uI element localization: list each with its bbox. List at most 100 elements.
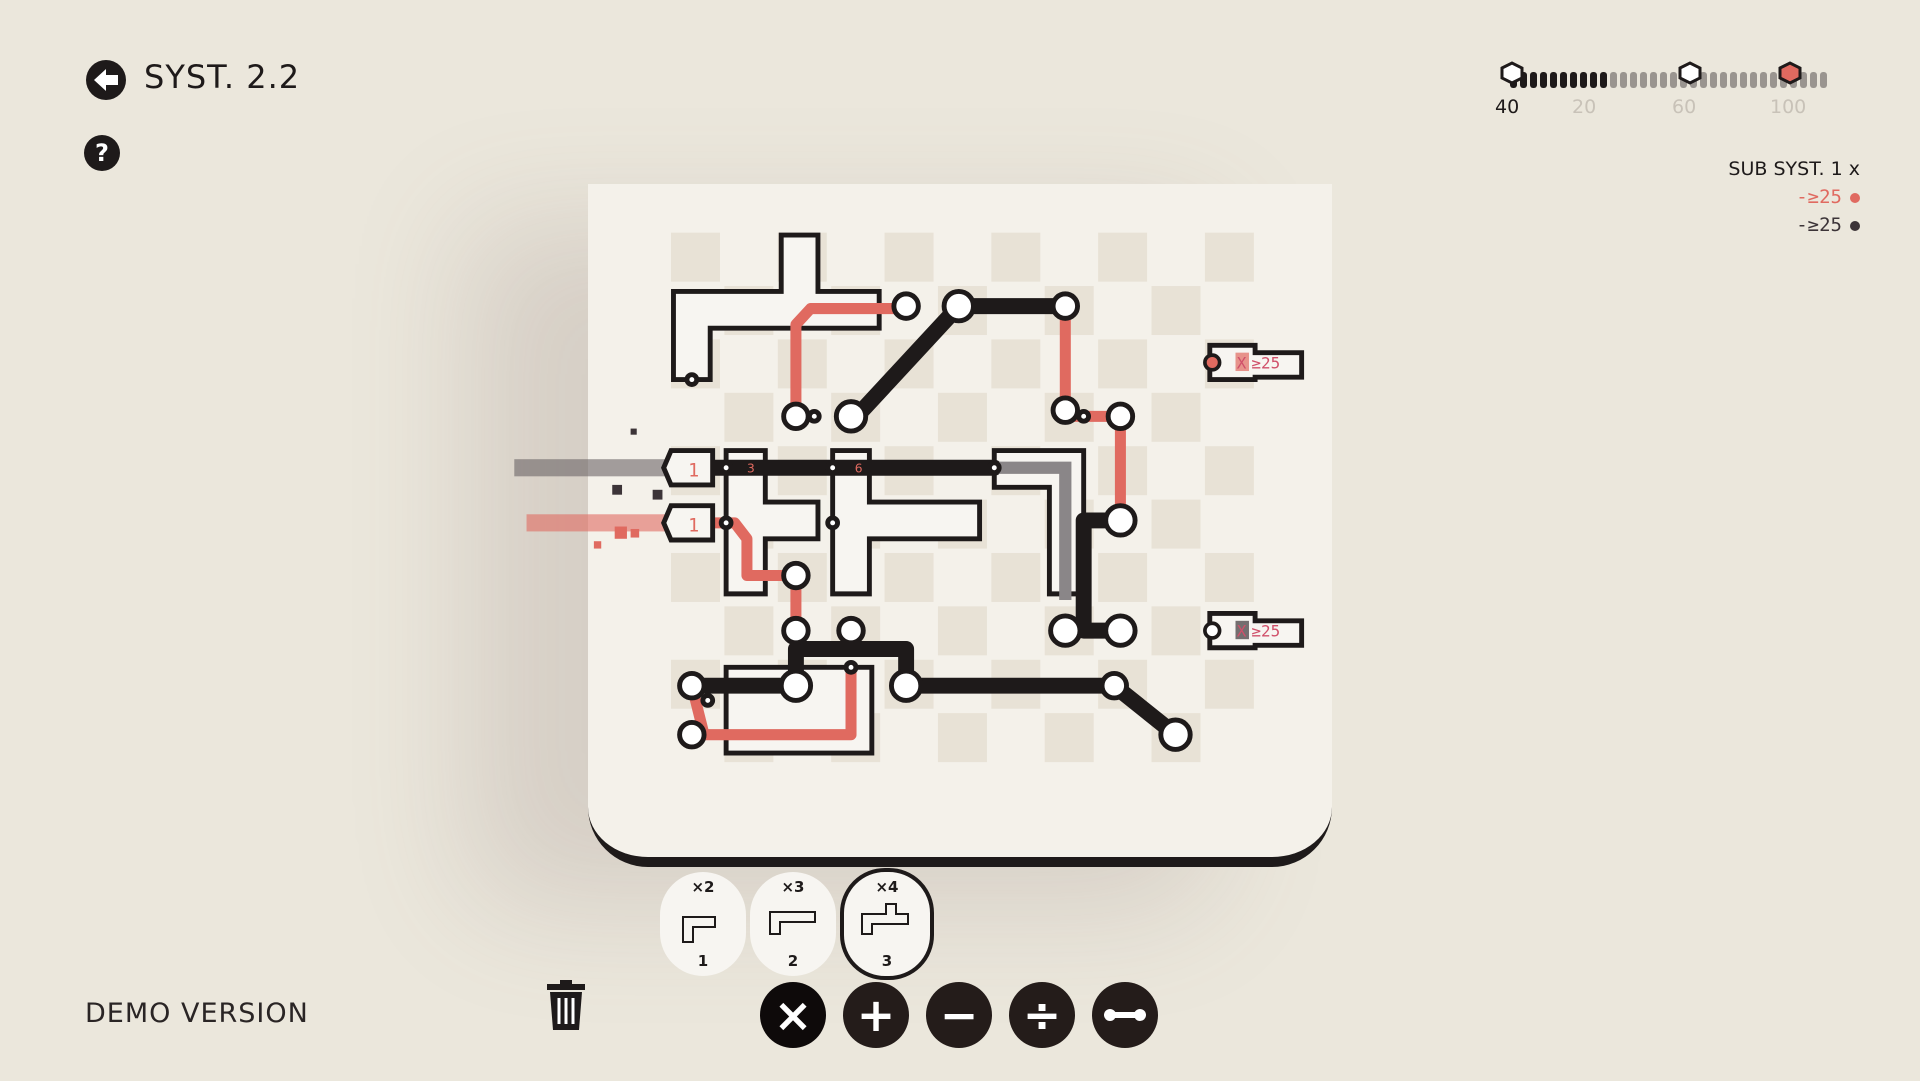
divide-button[interactable]: ÷ bbox=[1009, 982, 1075, 1048]
junction-node bbox=[700, 693, 716, 708]
progress-segment bbox=[1650, 72, 1657, 88]
junction-node bbox=[941, 288, 976, 324]
grid-cell bbox=[724, 606, 774, 656]
progress-segment bbox=[1570, 72, 1577, 88]
grid-cell bbox=[671, 232, 720, 282]
connector-icon bbox=[1104, 1009, 1146, 1021]
progress-segment bbox=[1760, 72, 1767, 88]
junction-node bbox=[778, 668, 814, 703]
grid-cell bbox=[991, 339, 1041, 389]
progress-segment bbox=[1550, 72, 1557, 88]
l-piece-icon bbox=[682, 916, 716, 943]
piece-slot-t-selected[interactable]: ×4 3 bbox=[840, 868, 934, 980]
piece-slot-l-small[interactable]: ×2 1 bbox=[660, 872, 746, 976]
grid-cell bbox=[1151, 392, 1201, 442]
progress-segment bbox=[1630, 72, 1637, 88]
junction-node bbox=[1105, 401, 1136, 432]
junction-node bbox=[684, 372, 700, 387]
progress-track: 40 20 60 100 bbox=[1490, 60, 1840, 130]
input-value: 1 bbox=[688, 460, 699, 481]
junction-node bbox=[1103, 613, 1138, 648]
grid-cell bbox=[671, 552, 720, 602]
progress-segment bbox=[1820, 72, 1827, 88]
junction-node bbox=[1103, 503, 1138, 538]
progress-current: 40 bbox=[1495, 96, 1520, 118]
subsystem-output: -≥25 bbox=[1728, 214, 1860, 236]
progress-segment bbox=[1700, 72, 1707, 88]
grid-cell bbox=[1098, 339, 1148, 389]
progress-segment bbox=[1710, 72, 1717, 88]
progress-segment bbox=[1580, 72, 1587, 88]
multiply-button[interactable]: × bbox=[760, 982, 826, 1048]
progress-segment bbox=[1590, 72, 1597, 88]
output-variable: X bbox=[1237, 354, 1247, 373]
progress-segment bbox=[1740, 72, 1747, 88]
output-condition: ≥25 bbox=[1251, 354, 1280, 373]
junction-node bbox=[781, 560, 811, 591]
progress-segment bbox=[1800, 72, 1807, 88]
output-condition: ≥25 bbox=[1251, 622, 1280, 641]
output-node: X ≥25 bbox=[1203, 342, 1305, 383]
junction-node bbox=[825, 460, 840, 476]
subsystem-output: -≥25 bbox=[1728, 186, 1860, 208]
l-piece-icon bbox=[769, 911, 816, 935]
dark-dot-icon bbox=[1850, 221, 1860, 231]
junction-node bbox=[677, 671, 707, 701]
grid-cell bbox=[1151, 286, 1201, 336]
progress-segment bbox=[1560, 72, 1567, 88]
t-piece-icon bbox=[861, 903, 909, 935]
grid-cell bbox=[937, 392, 987, 442]
subsystem-panel: SUB SYST. 1 x -≥25 -≥25 bbox=[1728, 158, 1860, 236]
grid-cell bbox=[991, 232, 1041, 282]
milestone-cube-icon bbox=[1500, 61, 1524, 85]
output-variable: X bbox=[1237, 622, 1247, 641]
piece-slot-l-long[interactable]: ×3 2 bbox=[750, 872, 836, 976]
grid-cell bbox=[884, 232, 934, 282]
grid-cell bbox=[884, 552, 934, 602]
progress-segment bbox=[1810, 72, 1817, 88]
back-arrow-icon bbox=[94, 69, 118, 91]
stream-particles bbox=[612, 428, 663, 500]
help-button[interactable]: ? bbox=[84, 135, 120, 171]
connect-button[interactable]: ⦿ bbox=[1092, 982, 1158, 1048]
red-dot-icon bbox=[1850, 193, 1860, 203]
junction-node bbox=[1050, 395, 1080, 425]
junction-node bbox=[806, 408, 822, 424]
junction-node bbox=[986, 460, 1002, 476]
junction-node bbox=[891, 291, 921, 321]
junction-node bbox=[1048, 613, 1083, 648]
grid-cell bbox=[1204, 659, 1254, 709]
grid-cell bbox=[1098, 232, 1148, 282]
progress-segment bbox=[1720, 72, 1727, 88]
grid-cell bbox=[991, 552, 1041, 602]
junction-node bbox=[718, 515, 734, 531]
progress-segment bbox=[1660, 72, 1667, 88]
progress-segment bbox=[1750, 72, 1757, 88]
junction-node bbox=[833, 399, 869, 434]
level-title: SYST. 2.2 bbox=[144, 58, 301, 96]
grid-cell bbox=[777, 339, 827, 389]
junction-node bbox=[888, 668, 924, 703]
grid-cell bbox=[1204, 552, 1254, 602]
trash-icon bbox=[547, 980, 585, 1030]
progress-bar bbox=[1500, 61, 1827, 88]
progress-segment bbox=[1640, 72, 1647, 88]
trash-button[interactable] bbox=[545, 980, 587, 1032]
add-button[interactable]: + bbox=[843, 982, 909, 1048]
input-value: 1 bbox=[688, 515, 699, 536]
output-node: X ≥25 bbox=[1203, 611, 1305, 651]
grey-pipe bbox=[994, 461, 1072, 600]
progress-marker: 100 bbox=[1770, 96, 1807, 118]
nodes bbox=[677, 288, 1193, 752]
grid-cell bbox=[1151, 606, 1201, 656]
grid-cell bbox=[1098, 552, 1148, 602]
output-port bbox=[1203, 621, 1222, 640]
output-port bbox=[1203, 353, 1222, 372]
grid-cell bbox=[1204, 446, 1254, 496]
milestone-cube-icon bbox=[1678, 61, 1702, 85]
input-node: 1 bbox=[661, 448, 716, 488]
grid-cell bbox=[1204, 232, 1254, 282]
back-button[interactable] bbox=[86, 60, 126, 100]
subtract-button[interactable]: − bbox=[926, 982, 992, 1048]
